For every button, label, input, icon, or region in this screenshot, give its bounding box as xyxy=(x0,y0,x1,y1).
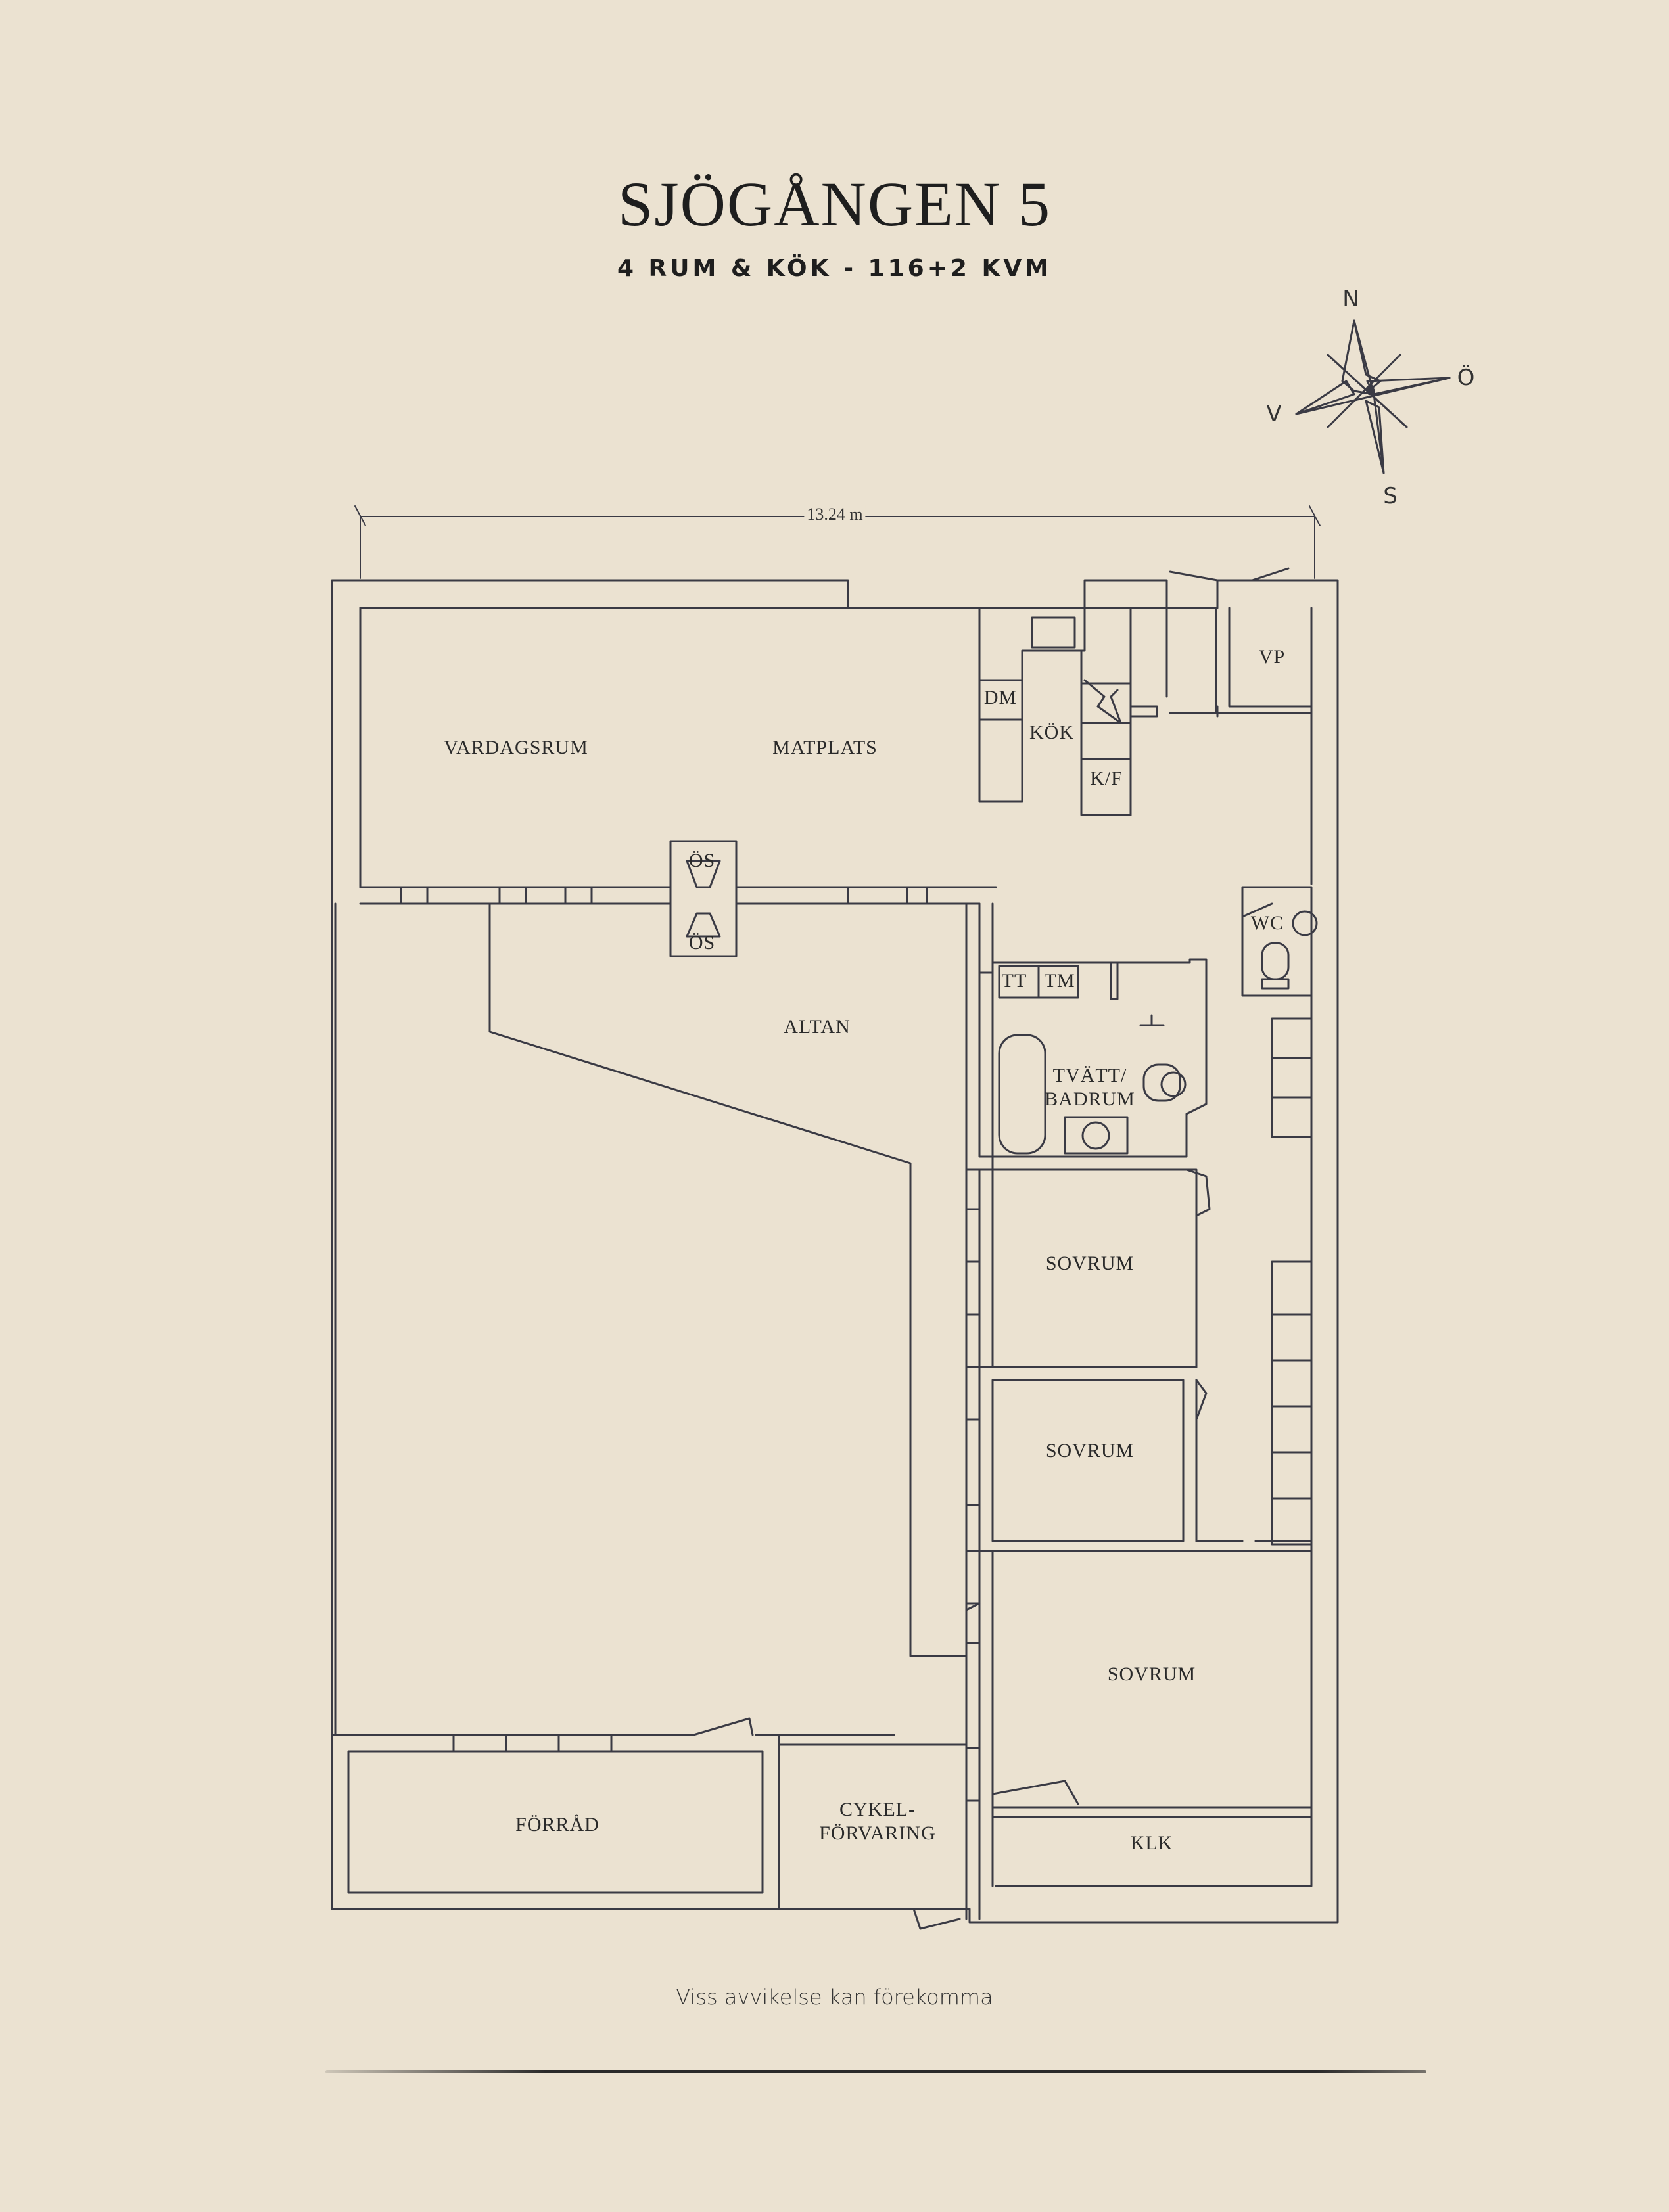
compass-south: S xyxy=(1383,483,1398,509)
room-vp: VP xyxy=(1258,646,1286,668)
plan-title: SJÖGÅNGEN 5 xyxy=(617,169,1052,239)
room-vardagsrum: VARDAGSRUM xyxy=(444,737,588,758)
room-tm: TM xyxy=(1044,970,1075,992)
room-cykelforvaring: CYKEL- FÖRVARING xyxy=(819,1798,936,1845)
room-kf: K/F xyxy=(1090,768,1123,789)
room-matplats: MATPLATS xyxy=(772,737,878,758)
room-tvatt-badrum: TVÄTT/ BADRUM xyxy=(1045,1064,1135,1111)
living-south-wall xyxy=(359,607,997,957)
plan-subtitle: 4 RUM & KÖK - 116+2 KVM xyxy=(617,255,1052,282)
room-klk: KLK xyxy=(1130,1832,1173,1854)
corridor-closets xyxy=(1271,1017,1313,1546)
outer-walls xyxy=(331,579,1339,1924)
cykel-room xyxy=(778,1743,968,1930)
compass-north: N xyxy=(1342,286,1359,312)
compass-east: Ö xyxy=(1457,365,1475,391)
room-cykel-line2: FÖRVARING xyxy=(819,1822,936,1844)
room-tvatt-line1: TVÄTT/ xyxy=(1052,1065,1127,1086)
room-cykel-line1: CYKEL- xyxy=(839,1799,916,1820)
disclaimer-note: Viss avvikelse kan förekomma xyxy=(676,1985,993,2010)
compass-rose-icon xyxy=(1295,319,1451,474)
bath-laundry xyxy=(978,902,1208,1158)
room-forrad: FÖRRÅD xyxy=(515,1814,599,1835)
compass-west: V xyxy=(1266,401,1282,427)
room-sovrum-2: SOVRUM xyxy=(1045,1440,1135,1462)
footer-divider xyxy=(325,2070,1426,2073)
room-os-top: ÖS xyxy=(688,850,716,871)
vp-closet xyxy=(1165,567,1313,718)
altan-outline xyxy=(334,902,981,1736)
room-altan: ALTAN xyxy=(784,1016,851,1038)
room-sovrum-3: SOVRUM xyxy=(1107,1663,1196,1685)
wc-room xyxy=(1241,886,1318,997)
room-os-bottom: ÖS xyxy=(688,932,716,954)
room-tvatt-line2: BADRUM xyxy=(1045,1088,1135,1110)
bedroom-walls xyxy=(965,902,1313,1920)
room-kok: KÖK xyxy=(1029,722,1074,743)
kitchen-fixtures xyxy=(978,607,1158,816)
room-sovrum-1: SOVRUM xyxy=(1045,1253,1135,1274)
room-tt: TT xyxy=(1001,970,1027,992)
width-dimension-label: 13.24 m xyxy=(804,505,866,524)
room-dm: DM xyxy=(983,687,1018,708)
forrad-room xyxy=(331,1717,895,1910)
room-wc: WC xyxy=(1250,912,1284,934)
